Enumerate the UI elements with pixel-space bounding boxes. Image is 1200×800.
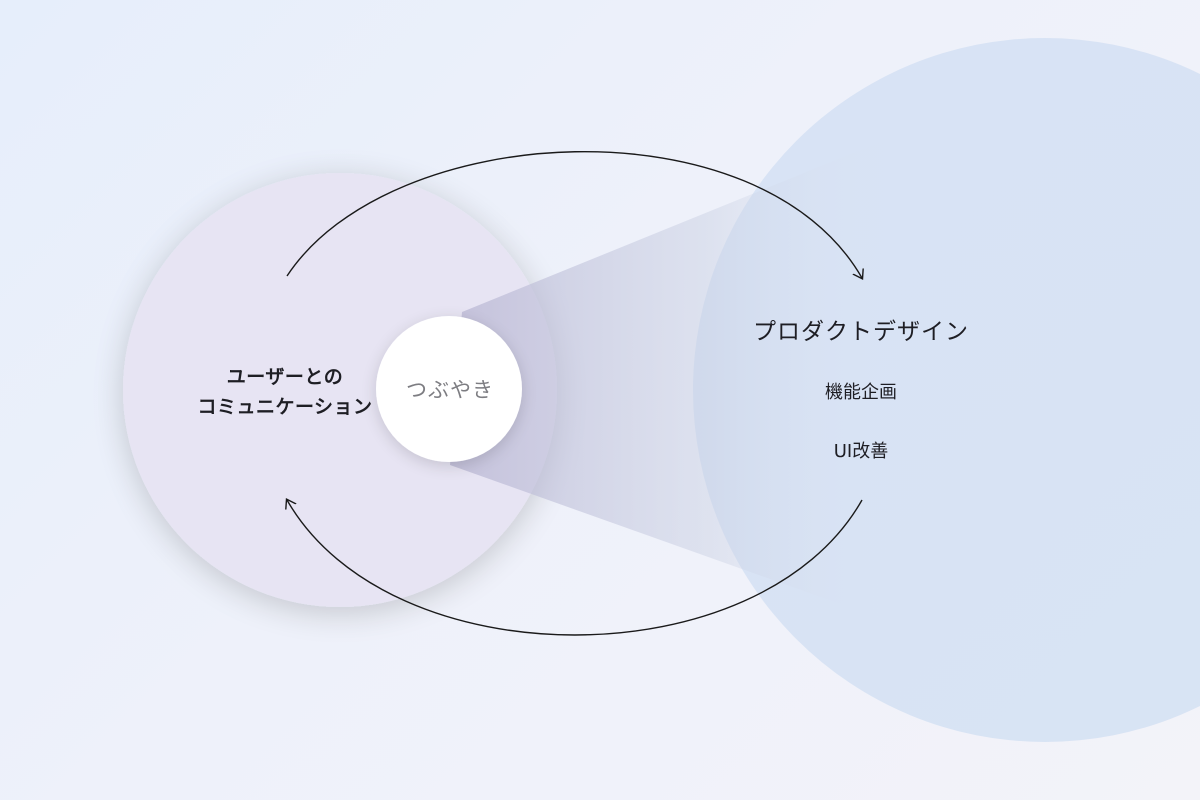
arrow-to-user-communication — [287, 500, 863, 636]
tweet-label: つぶやき — [406, 378, 494, 402]
center-circle — [376, 316, 522, 462]
user-communication-label: ユーザーとの コミュニケーション — [135, 362, 435, 422]
user-communication-line-2: コミュニケーション — [197, 396, 373, 418]
user-communication-line-1: ユーザーとの — [226, 366, 344, 388]
product-design-title: プロダクトデザイン — [753, 319, 969, 345]
arrow-to-product-design — [286, 151, 862, 278]
left-circle — [123, 173, 557, 607]
feature-planning-item: 機能企画 — [825, 382, 897, 403]
focus-beam — [450, 140, 885, 620]
ui-improvement-item: UI改善 — [833, 441, 889, 462]
